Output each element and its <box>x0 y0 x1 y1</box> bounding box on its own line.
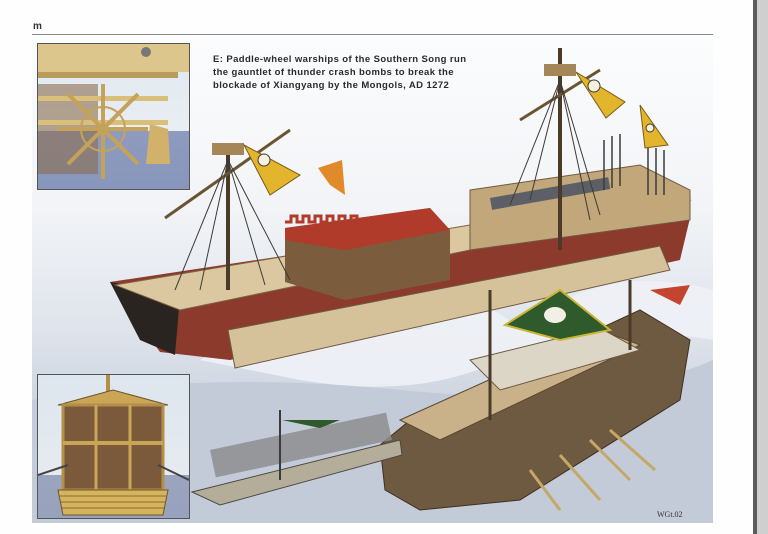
page-edge <box>753 0 757 534</box>
plate-caption: E: Paddle-wheel warships of the Southern… <box>213 53 523 92</box>
illustration-plate <box>32 38 713 523</box>
caption-line: E: Paddle-wheel warships of the Southern… <box>213 54 467 65</box>
paddle-wheel-icon <box>38 44 189 179</box>
armored-junk-ship <box>379 280 691 511</box>
hull-section-icon <box>38 375 189 516</box>
scan-background <box>757 0 768 534</box>
inset-paddle-wheel <box>37 43 190 190</box>
caption-line: the gauntlet of thunder crash bombs to b… <box>213 67 454 78</box>
artist-signature: WGt.02 <box>657 510 683 519</box>
header-rule <box>32 34 713 35</box>
main-paddle-warship <box>110 48 692 369</box>
section-letter: m <box>33 21 42 32</box>
ship-illustration <box>32 48 713 523</box>
caption-line: blockade of Xiangyang by the Mongols, AD… <box>213 80 450 91</box>
inset-hull-section <box>37 374 190 519</box>
rowboat <box>190 410 403 506</box>
